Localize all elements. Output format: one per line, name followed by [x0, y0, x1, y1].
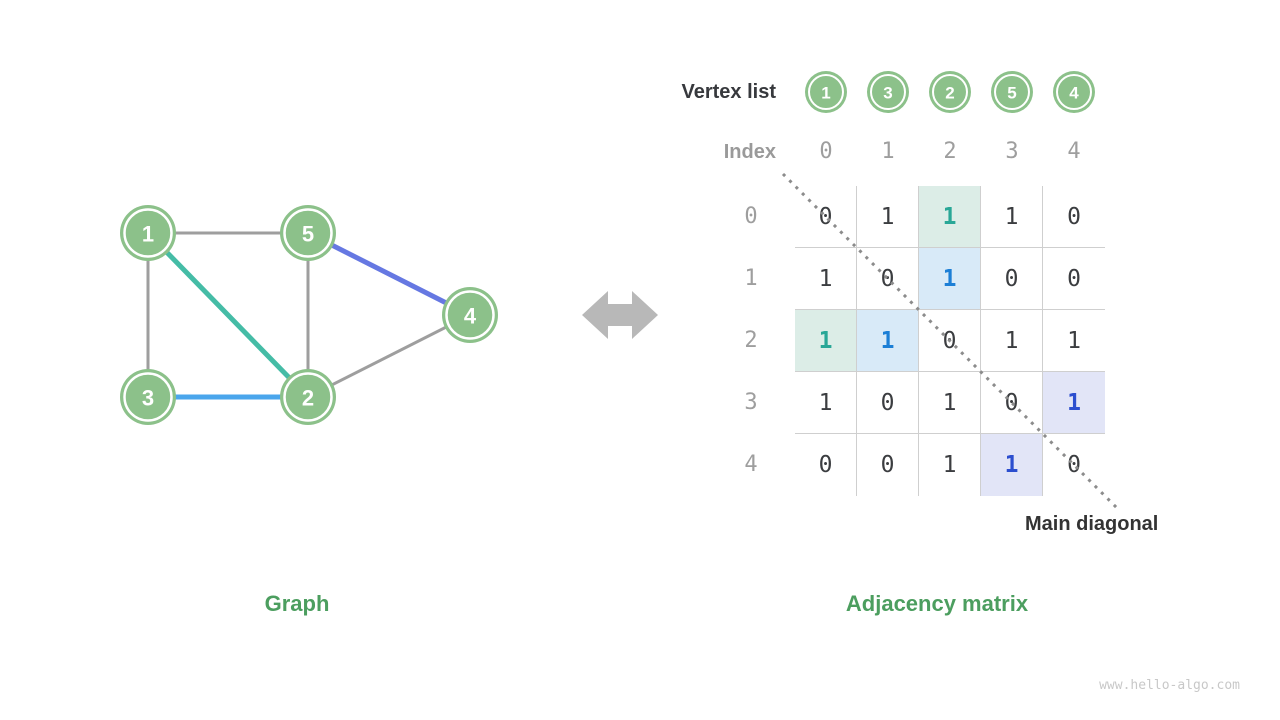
index-digit: 2	[943, 139, 957, 164]
vertex-circle-4: 4	[1053, 71, 1095, 113]
matrix-cell-0-0: 0	[795, 186, 857, 248]
matrix-cell-2-0: 1	[795, 310, 857, 372]
matrix-cell-2-2: 0	[919, 310, 981, 372]
svg-text:5: 5	[1007, 84, 1016, 103]
matrix-cell-0-1: 1	[857, 186, 919, 248]
matrix-cell-3-4: 1	[1043, 372, 1105, 434]
matrix-cell-2-3: 1	[981, 310, 1043, 372]
svg-text:1: 1	[142, 222, 154, 247]
svg-text:3: 3	[142, 386, 154, 411]
matrix-cell-3-2: 1	[919, 372, 981, 434]
index-digit: 1	[881, 139, 895, 164]
index-digit: 0	[819, 139, 833, 164]
index-digit: 4	[1067, 139, 1081, 164]
matrix-cell-1-3: 0	[981, 248, 1043, 310]
graph-caption: Graph	[264, 591, 330, 616]
index-label: Index	[723, 141, 776, 163]
matrix-cell-0-3: 1	[981, 186, 1043, 248]
svg-text:4: 4	[464, 304, 477, 329]
vertex-circle-5: 5	[991, 71, 1033, 113]
graph-edge-2-4	[307, 313, 471, 399]
matrix-cell-1-4: 0	[1043, 248, 1105, 310]
matrix-cell-4-4: 0	[1067, 452, 1081, 478]
matrix-cell-2-4: 1	[1043, 310, 1105, 372]
vertex-list-label: Vertex list	[681, 81, 776, 103]
svg-text:2: 2	[945, 84, 954, 103]
row-label: 2	[744, 328, 758, 353]
svg-text:4: 4	[1069, 84, 1079, 103]
graph-node-3: 3	[120, 369, 176, 425]
matrix-cell-0-2: 1	[919, 186, 981, 248]
double-arrow-icon	[582, 291, 658, 339]
matrix-cell-4-0: 0	[795, 434, 857, 496]
svg-text:3: 3	[883, 84, 892, 103]
index-digit: 3	[1005, 139, 1019, 164]
vertex-circle-3: 3	[867, 71, 909, 113]
svg-text:2: 2	[302, 386, 314, 411]
matrix-cell-4-3: 1	[981, 434, 1043, 496]
matrix-cell-4-1: 0	[857, 434, 919, 496]
watermark: www.hello-algo.com	[1099, 678, 1240, 693]
matrix-cell-3-3: 0	[981, 372, 1043, 434]
matrix-cell-2-1: 1	[857, 310, 919, 372]
matrix-caption: Adjacency matrix	[845, 591, 1029, 616]
row-label: 0	[744, 204, 758, 229]
matrix-cell-0-4: 0	[1043, 186, 1105, 248]
matrix-cell-4-2: 1	[919, 434, 981, 496]
row-label: 1	[744, 266, 758, 291]
graph-edge-5-4	[306, 230, 472, 318]
matrix-row-labels: 0 1 2 3 4	[727, 186, 775, 496]
svg-text:5: 5	[302, 222, 314, 247]
svg-text:1: 1	[821, 84, 830, 103]
graph-edge-1-2	[146, 231, 310, 399]
index-row: 0 1 2 3 4	[795, 139, 1105, 164]
row-label: 3	[744, 390, 758, 415]
matrix-cell-1-2: 1	[919, 248, 981, 310]
matrix-cell-1-0: 1	[795, 248, 857, 310]
graph-node-1: 1	[120, 205, 176, 261]
vertex-circle-2: 2	[929, 71, 971, 113]
row-label: 4	[744, 452, 758, 477]
vertex-circle-1: 1	[805, 71, 847, 113]
graph-node-5: 5	[280, 205, 336, 261]
graph-node-2: 2	[280, 369, 336, 425]
matrix-cell-1-1: 0	[857, 248, 919, 310]
matrix-cell-3-0: 1	[795, 372, 857, 434]
matrix-cell-3-1: 0	[857, 372, 919, 434]
main-diagonal-label: Main diagonal	[1025, 513, 1159, 535]
graph-node-4: 4	[442, 287, 498, 343]
